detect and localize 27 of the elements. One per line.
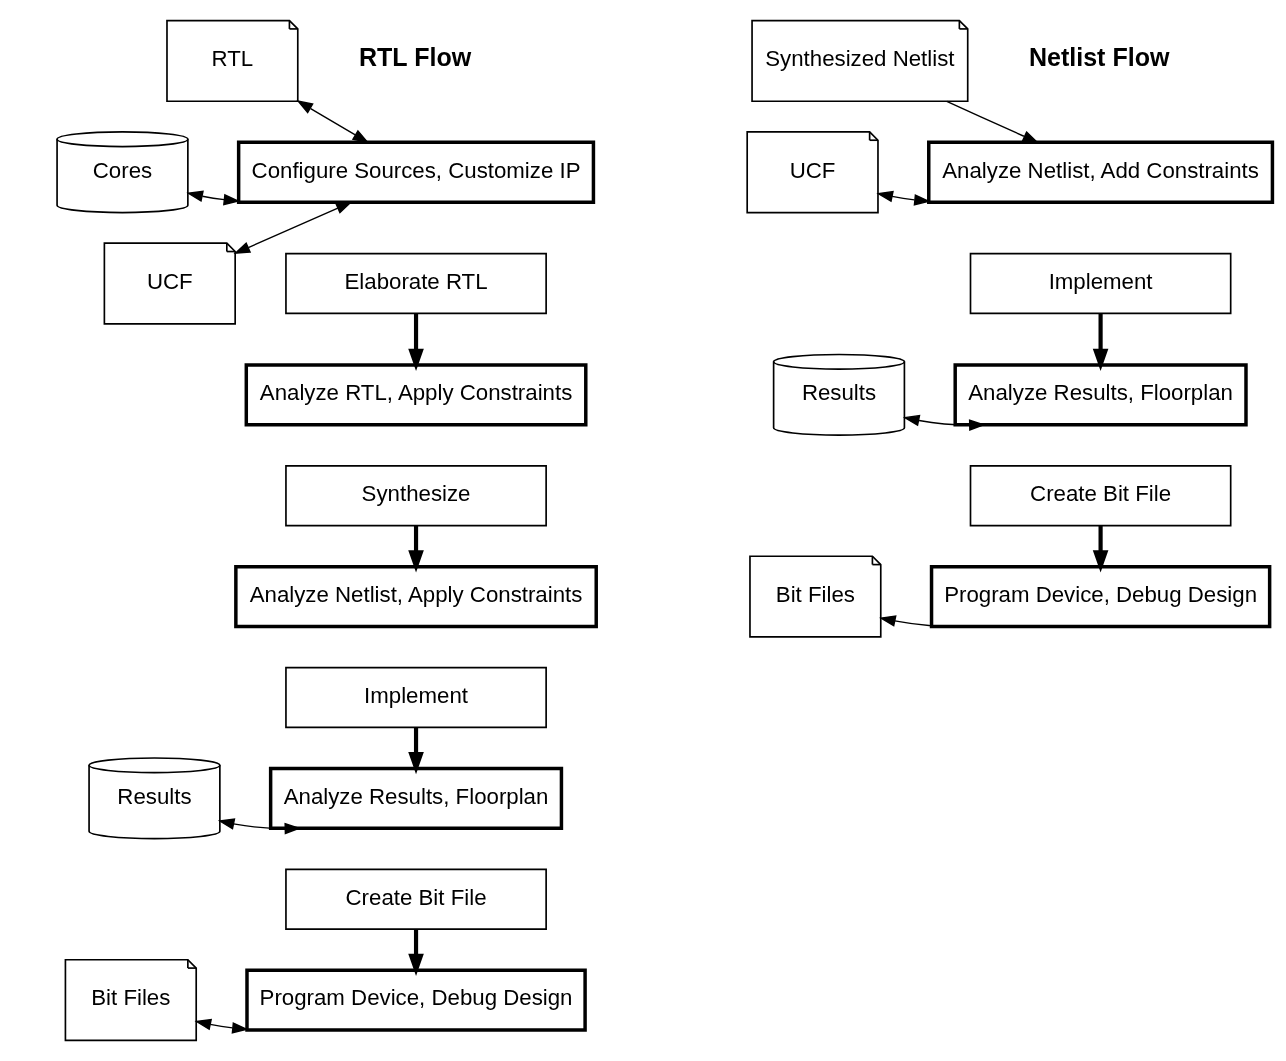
- node-box: Synthesize: [285, 464, 547, 527]
- arrow: [879, 615, 932, 627]
- arrow: [233, 201, 353, 255]
- arrow: [408, 929, 424, 976]
- arrow: [194, 1018, 249, 1034]
- arrow: [408, 526, 424, 573]
- arrow: [1092, 314, 1109, 371]
- arrow: [946, 100, 1040, 144]
- node-box: Analyze RTL, Apply Constraints: [244, 363, 588, 427]
- node-box: Elaborate RTL: [285, 252, 547, 315]
- node-box: Create Bit File: [969, 464, 1232, 527]
- arrow: [1092, 526, 1109, 573]
- node-box: Implement: [285, 666, 547, 729]
- arrow: [408, 314, 424, 371]
- node-box: Create Bit File: [285, 868, 547, 930]
- node-box: Analyze Netlist, Apply Constraints: [234, 564, 598, 629]
- node-box: Analyze Results, Floorplan: [268, 766, 564, 830]
- node-box: Program Device, Debug Design: [245, 968, 587, 1032]
- label: RTL Flow: [358, 42, 472, 71]
- node-box: Analyze Results, Floorplan: [953, 363, 1248, 427]
- node-box: Implement: [969, 252, 1232, 315]
- arrow: [408, 727, 424, 775]
- arrow: [296, 100, 370, 144]
- label: Netlist Flow: [1028, 42, 1170, 71]
- node-box: Analyze Netlist, Add Constraints: [927, 140, 1275, 204]
- node-box: Program Device, Debug Design: [929, 564, 1272, 629]
- node-box: Configure Sources, Customize IP: [236, 140, 596, 204]
